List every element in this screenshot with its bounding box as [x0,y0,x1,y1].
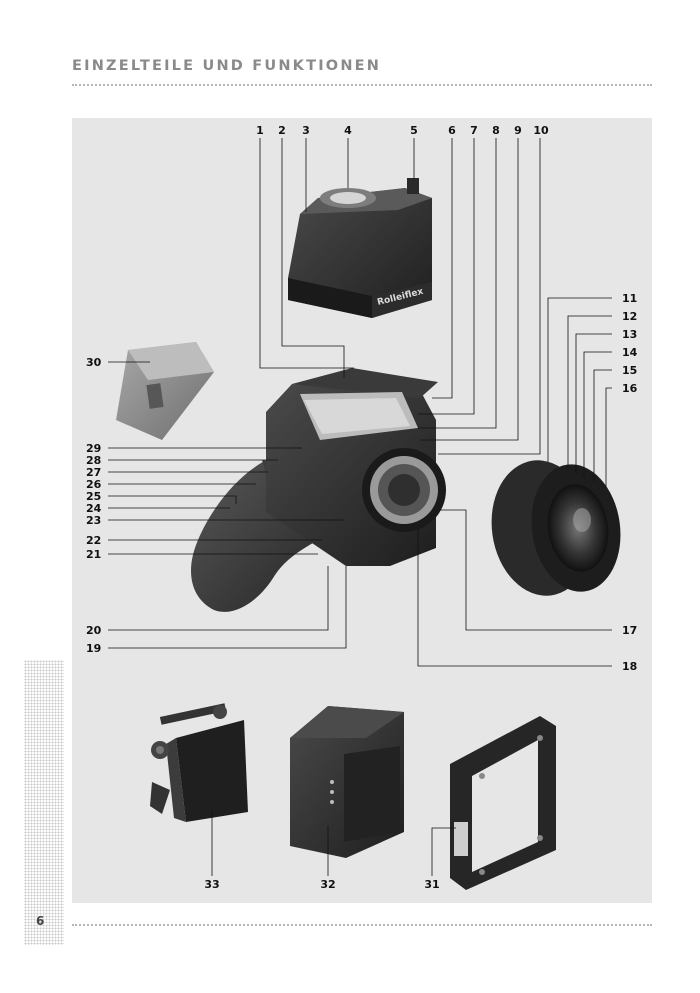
frame-adapter-image [450,716,556,890]
footer-rule [72,924,652,926]
callout-14: 14 [622,346,638,359]
callout-9: 9 [514,124,522,137]
callout-27: 27 [86,466,101,479]
callout-29: 29 [86,442,101,455]
callout-5: 5 [410,124,418,137]
callout-labels: 1 2 3 4 5 6 7 8 9 10 11 12 13 14 15 16 1… [86,124,638,891]
film-insert-image [150,703,248,822]
callout-21: 21 [86,548,101,561]
callout-23: 23 [86,514,101,527]
callout-31: 31 [424,878,439,891]
callout-28: 28 [86,454,101,467]
camera-body-image [266,368,446,566]
callout-16: 16 [622,382,638,395]
callout-2: 2 [278,124,286,137]
film-magazine-image [290,706,404,858]
callout-33: 33 [204,878,219,891]
callout-22: 22 [86,534,101,547]
page-number: 6 [36,914,45,928]
battery-image [116,342,214,440]
callout-20: 20 [86,624,102,637]
callout-13: 13 [622,328,637,341]
header-rule [72,84,652,86]
callout-12: 12 [622,310,637,323]
callout-1: 1 [256,124,264,137]
edge-halftone [24,660,64,945]
callout-3: 3 [302,124,310,137]
callout-6: 6 [448,124,456,137]
page-title: EINZELTEILE UND FUNKTIONEN [72,58,382,74]
callout-25: 25 [86,490,101,503]
callout-18: 18 [622,660,637,673]
callout-32: 32 [320,878,335,891]
callout-11: 11 [622,292,637,305]
callout-10: 10 [533,124,549,137]
callout-17: 17 [622,624,637,637]
callout-7: 7 [470,124,478,137]
callout-8: 8 [492,124,500,137]
callout-30: 30 [86,356,102,369]
callout-15: 15 [622,364,637,377]
callout-4: 4 [344,124,352,137]
viewfinder-image: Rolleiflex [288,178,432,318]
callout-24: 24 [86,502,102,515]
callout-19: 19 [86,642,101,655]
callout-26: 26 [86,478,102,491]
leader-lines [108,138,612,876]
lens-image [491,460,621,596]
